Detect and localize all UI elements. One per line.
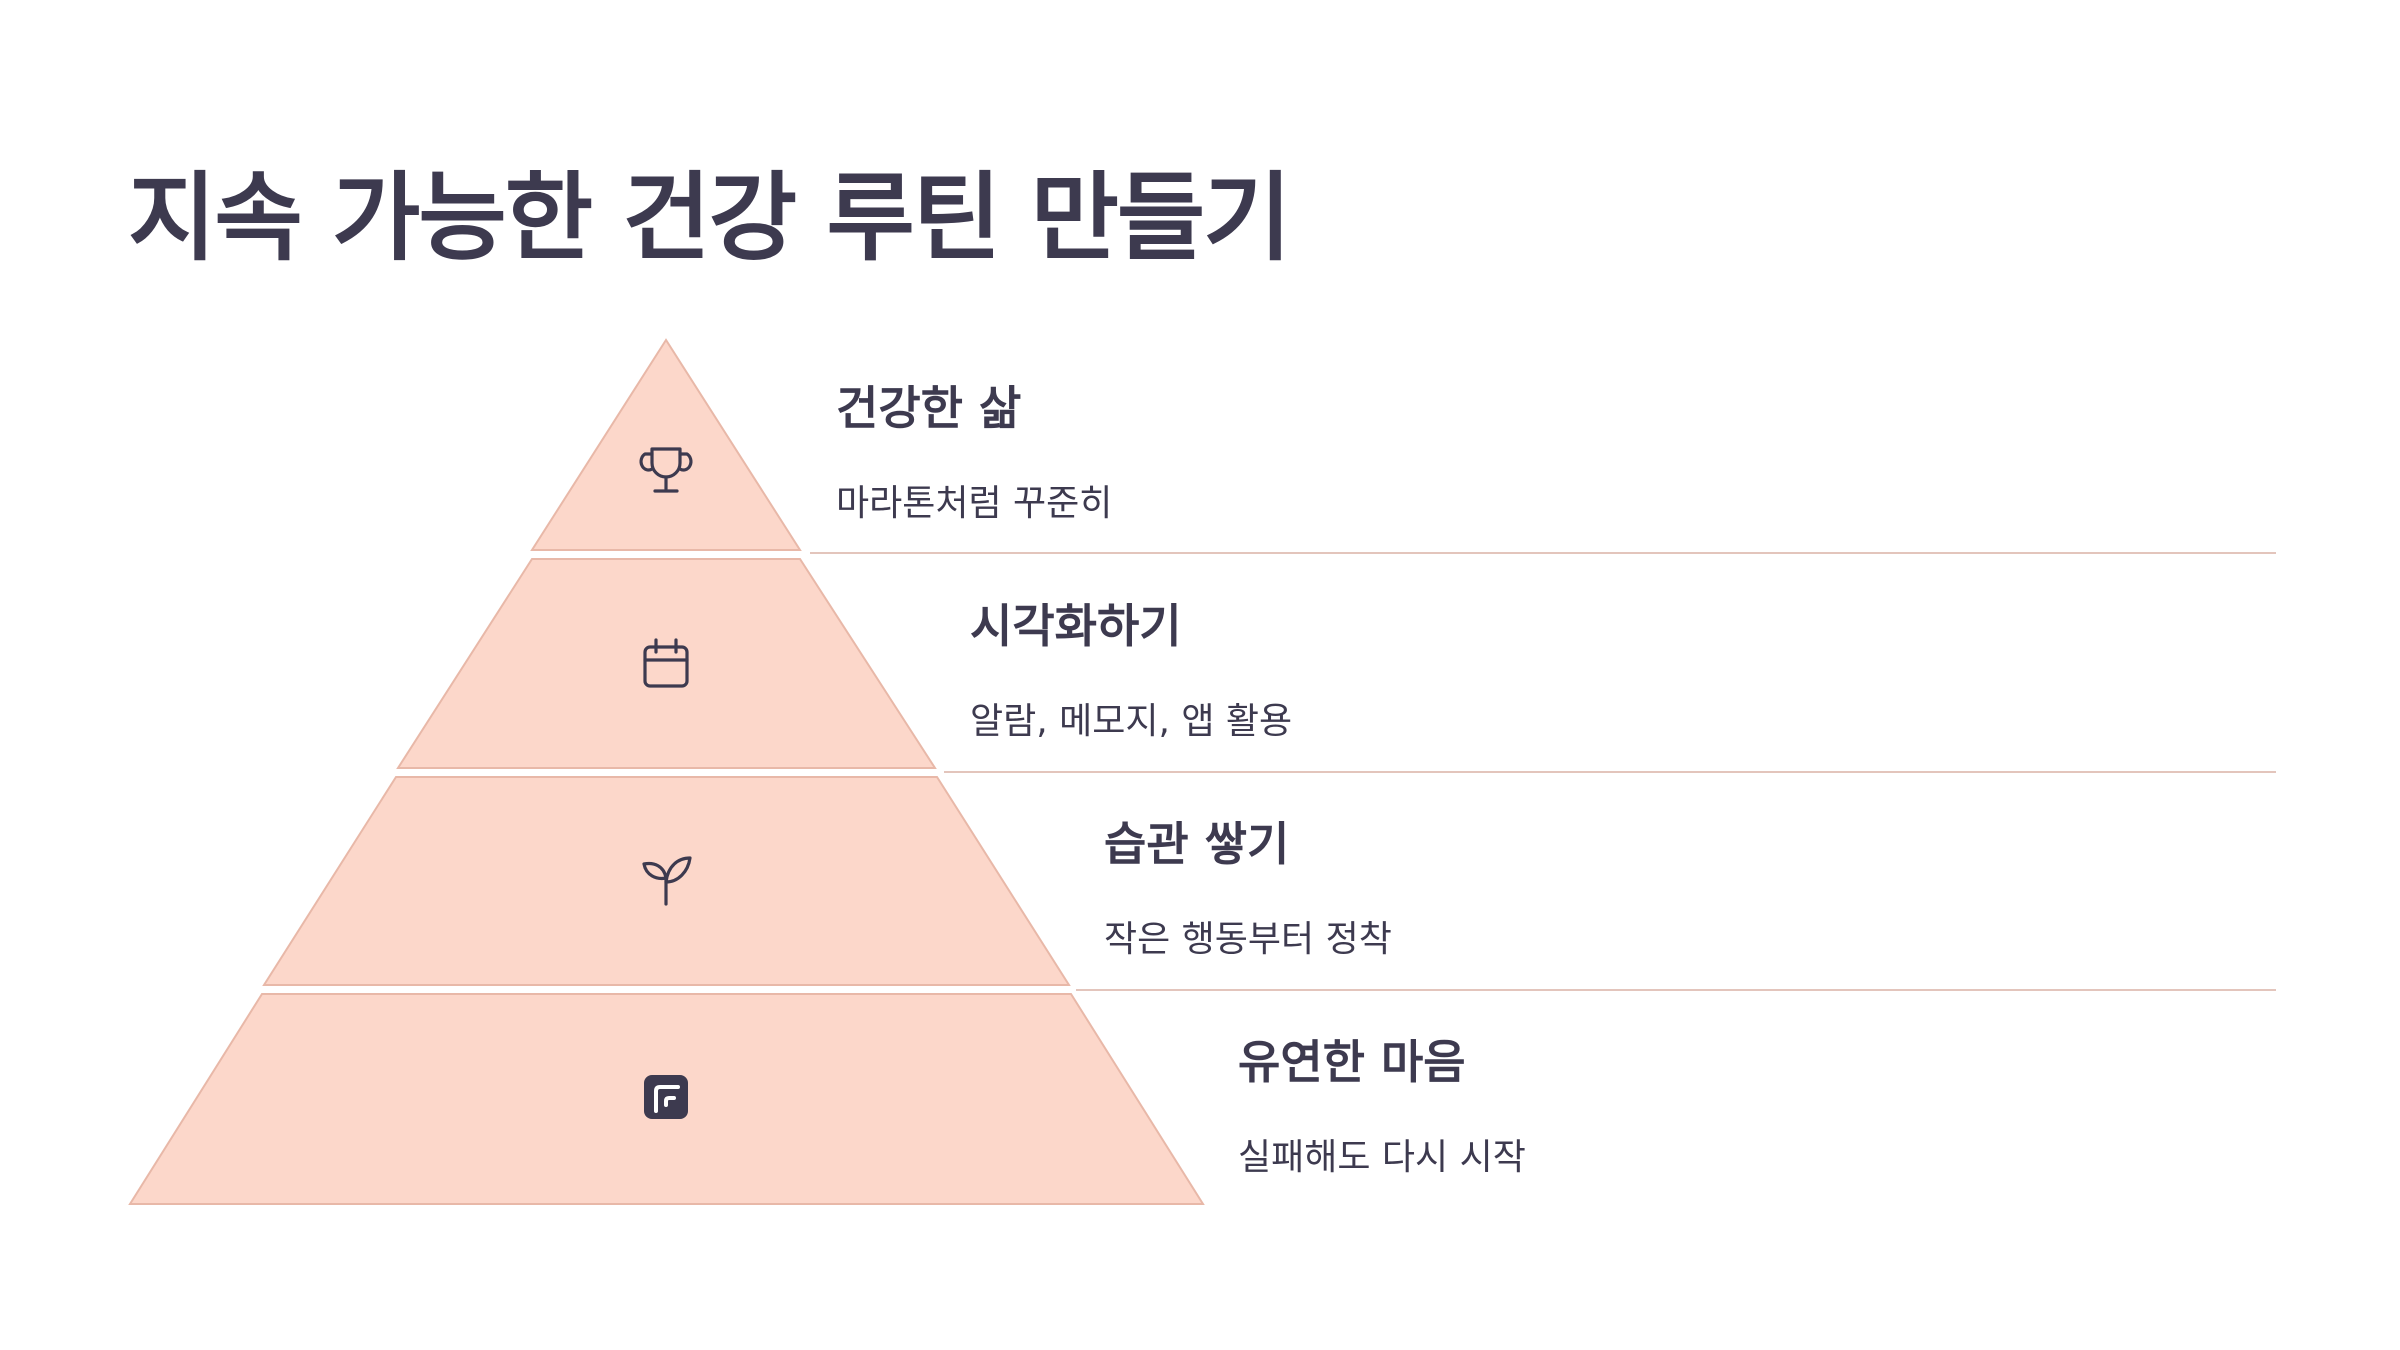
tier-heading: 유연한 마음 <box>1238 1035 1466 1089</box>
tier-description: 실패해도 다시 시작 <box>1238 1137 1526 1178</box>
tier-2-text: 시각화하기 알람, 메모지, 앱 활용 <box>970 590 1292 744</box>
tier-description: 알람, 메모지, 앱 활용 <box>970 701 1293 742</box>
pyramid-tier-1 <box>530 338 802 551</box>
tier-heading: 습관 쌓기 <box>1104 817 1290 871</box>
calendar-icon <box>643 638 689 688</box>
tier-heading: 시각화하기 <box>970 599 1182 653</box>
tier-1-text: 건강한 삶 마라톤처럼 꾸준히 <box>836 372 1112 526</box>
trophy-icon <box>639 447 693 493</box>
page-title: 지속 가능한 건강 루틴 만들기 <box>128 162 1292 274</box>
tier-4-text: 유연한 마음 실패해도 다시 시작 <box>1238 1026 1526 1180</box>
tier-description: 마라톤처럼 꾸준히 <box>836 483 1113 524</box>
pyramid-tier-2 <box>396 558 937 769</box>
flexible-mind-icon <box>644 1075 688 1119</box>
sprout-icon <box>642 856 692 906</box>
tier-description: 작은 행동부터 정착 <box>1104 919 1392 960</box>
tier-3-text: 습관 쌓기 작은 행동부터 정착 <box>1104 808 1392 962</box>
tier-heading: 건강한 삶 <box>836 381 1022 435</box>
